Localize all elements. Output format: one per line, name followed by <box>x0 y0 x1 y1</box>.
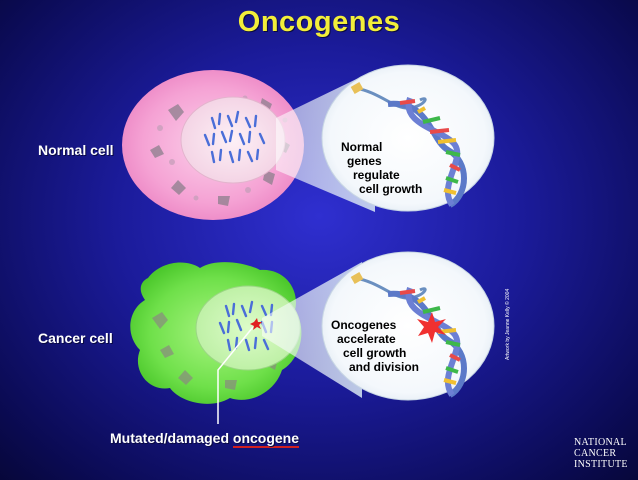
nci-logo-line: CANCER <box>574 448 617 459</box>
nci-logo: NATIONAL CANCER INSTITUTE <box>574 437 628 470</box>
normal-bubble-line: regulate <box>353 168 400 182</box>
mutated-oncogene-label: Mutated/damaged oncogene <box>110 430 300 448</box>
cancer-cell-label: Cancer cell <box>38 330 113 346</box>
slide-title: Oncogenes <box>237 6 401 38</box>
cancer-gene-bubble <box>321 251 495 401</box>
normal-cell <box>122 70 304 220</box>
nci-logo-line: NATIONAL <box>574 437 627 448</box>
mutation-pointer-line <box>217 326 254 424</box>
normal-bubble-line: Normal <box>341 140 383 154</box>
nci-logo-line: INSTITUTE <box>574 459 628 470</box>
normal-bubble-line: genes <box>347 154 382 168</box>
normal-bubble-text: Normal genes regulate cell growth <box>341 140 422 196</box>
mutated-label-prefix: Mutated/damaged <box>110 430 233 446</box>
cancer-bubble-line: Oncogenes <box>331 318 397 332</box>
cancer-bubble-line: accelerate <box>337 332 396 346</box>
mutated-label-word: oncogene <box>232 430 300 448</box>
artwork-credit: Artwork by Jeanne Kelly © 2004 <box>505 288 511 360</box>
mutation-marker <box>250 318 262 330</box>
cancer-bubble-line: cell growth <box>343 346 407 360</box>
cancer-bubble-text: Oncogenes accelerate cell growth and div… <box>331 318 419 374</box>
dna-mutation-burst <box>417 312 446 343</box>
normal-bubble-line: cell growth <box>359 182 423 196</box>
normal-gene-bubble <box>321 64 495 212</box>
normal-cell-label: Normal cell <box>38 142 114 158</box>
cancer-bubble-line: and division <box>349 360 420 374</box>
